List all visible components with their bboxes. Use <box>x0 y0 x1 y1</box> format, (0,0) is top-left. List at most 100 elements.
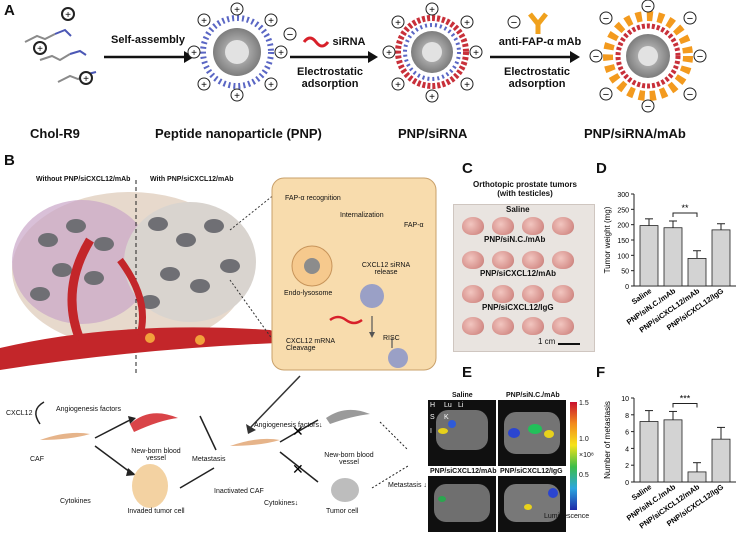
panel-b-right-title: With PNP/siCXCL12/mAb <box>150 176 234 183</box>
svg-text:−: − <box>687 89 693 101</box>
y-tick-label: 300 <box>617 192 629 199</box>
panel-a-illustration: + + + + + + + + + + + − + + + + + + + + <box>24 0 707 113</box>
scale-bar-label: 1 cm <box>538 337 556 346</box>
svg-text:−: − <box>687 13 693 25</box>
organ-label-lu: Lu <box>444 402 452 409</box>
y-tick-label: 4 <box>625 446 629 453</box>
svg-text:+: + <box>429 5 435 16</box>
y-tick-label: 100 <box>617 253 629 260</box>
label-new-vessel-right: New-born blood vessel <box>324 452 374 466</box>
svg-text:+: + <box>395 18 401 29</box>
y-axis-label: Tumor weight (mg) <box>603 206 612 273</box>
tumor-photo: Saline PNP/siN.C./mAb PNP/siCXCL12/mAb P… <box>453 204 595 352</box>
label-new-vessel-left: New-born blood vessel <box>131 448 181 462</box>
label-metastasis-left: Metastasis <box>192 456 226 463</box>
label-metastasis-right: Metastasis ↓ <box>388 482 427 489</box>
svg-text:+: + <box>234 5 240 16</box>
chol-r9-monomers: + + + <box>24 7 97 85</box>
photo-group-saline: Saline <box>506 205 530 214</box>
label-cytokines-right: Cytokines↓ <box>264 500 299 507</box>
label-inactivated-caf: Inactivated CAF <box>214 488 264 495</box>
svg-text:−: − <box>645 1 651 13</box>
svg-text:+: + <box>464 18 470 29</box>
pnp-sirna-mab-particle <box>603 11 693 101</box>
significance-label: *** <box>680 393 691 403</box>
colorbar-unit: ×10⁸ <box>579 452 594 459</box>
label-caf: CAF <box>30 456 44 463</box>
svg-text:+: + <box>234 91 240 102</box>
significance-label: ** <box>681 203 689 213</box>
imaging-saline: H Lu Li S K I <box>428 400 496 466</box>
arrow-electrostatic-1-label: Electrostatic adsorption <box>296 66 364 90</box>
svg-text:−: − <box>645 101 651 113</box>
scale-bar <box>558 343 580 345</box>
colorbar-tick-1: 1.5 <box>579 400 589 407</box>
label-cytokines-left: Cytokines <box>60 498 91 505</box>
label-internalization: Internalization <box>340 212 384 219</box>
bar-1 <box>663 419 683 483</box>
svg-text:+: + <box>429 92 435 103</box>
bar-2 <box>687 258 707 287</box>
label-angiogenesis-right: Angiogenesis factors↓ <box>254 422 323 429</box>
label-cxcl12: CXCL12 <box>6 410 33 417</box>
photo-group-nc: PNP/siN.C./mAb <box>484 235 546 244</box>
arrow-mab-label: anti-FAP-α mAb <box>498 36 582 48</box>
sirna-icon <box>302 36 330 48</box>
arrow-self-assembly-label: Self-assembly <box>111 34 185 46</box>
imaging-label-saline: Saline <box>452 392 473 399</box>
svg-text:+: + <box>191 48 197 59</box>
svg-text:✕: ✕ <box>292 423 304 439</box>
organ-label-li: Li <box>458 402 464 409</box>
arrow-electrostatic-2-label: Electrostatic adsorption <box>503 66 571 90</box>
panel-b-illustration: ✕ ✕ <box>0 177 437 508</box>
y-tick-label: 2 <box>625 463 629 470</box>
organ-label-s: S <box>430 414 435 421</box>
svg-text:+: + <box>37 44 43 55</box>
bar-1 <box>663 227 683 287</box>
imaging-cxcl12-mab <box>428 476 496 532</box>
svg-text:✕: ✕ <box>292 461 304 477</box>
stage-label-pnp-sirna-mab: PNP/siRNA/mAb <box>584 126 686 141</box>
svg-text:−: − <box>603 89 609 101</box>
label-fap: FAP-α <box>404 222 424 229</box>
y-tick-label: 6 <box>625 430 629 437</box>
panel-f-letter: F <box>596 364 606 381</box>
imaging-cxcl12-igg <box>498 476 566 532</box>
significance-bracket <box>672 212 698 217</box>
colorbar <box>570 402 577 510</box>
photo-group-cxcl12-mab: PNP/siCXCL12/mAb <box>480 269 557 278</box>
label-risc: RISC <box>383 335 400 342</box>
antibody-icon <box>528 12 548 34</box>
panel-a-letter: A <box>4 2 15 19</box>
imaging-label-cxcl12-mab: PNP/siCXCL12/mAb <box>430 468 497 475</box>
colorbar-label: Luminescence <box>544 513 590 520</box>
y-tick-label: 0 <box>625 480 629 487</box>
label-invaded-cell: Invaded tumor cell <box>127 508 185 515</box>
photo-group-cxcl12-igg: PNP/siCXCL12/IgG <box>482 303 554 312</box>
stage-label-pnp-sirna: PNP/siRNA <box>398 126 468 141</box>
y-tick-label: 8 <box>625 413 629 420</box>
pnp-particle <box>200 15 274 89</box>
panel-d-letter: D <box>596 160 607 177</box>
panel-b-left-title: Without PNP/siCXCL12/mAb <box>36 176 131 183</box>
panel-e-letter: E <box>462 364 473 381</box>
y-tick-label: 250 <box>617 207 629 214</box>
y-tick-label: 150 <box>617 238 629 245</box>
imaging-label-cxcl12-igg: PNP/siCXCL12/IgG <box>500 468 563 475</box>
colorbar-tick-3: 0.5 <box>579 472 589 479</box>
stage-label-pnp: Peptide nanoparticle (PNP) <box>155 126 322 141</box>
y-tick-label: 50 <box>621 269 629 276</box>
stage-label-chol-r9: Chol-R9 <box>30 126 80 141</box>
svg-text:+: + <box>201 80 207 91</box>
pnp-sirna-particle <box>395 15 469 89</box>
bar-3 <box>711 438 731 483</box>
bar-0 <box>639 225 659 287</box>
svg-text:+: + <box>473 48 479 59</box>
arrow-sirna-label: siRNA <box>332 36 366 48</box>
bar-2 <box>687 471 707 483</box>
panel-c-title: Orthotopic prostate tumors (with testicl… <box>472 180 577 198</box>
label-endo-lysosome: Endo-lysosome <box>284 290 333 297</box>
y-axis-label: Number of metastasis <box>603 401 612 479</box>
svg-text:−: − <box>287 29 293 41</box>
